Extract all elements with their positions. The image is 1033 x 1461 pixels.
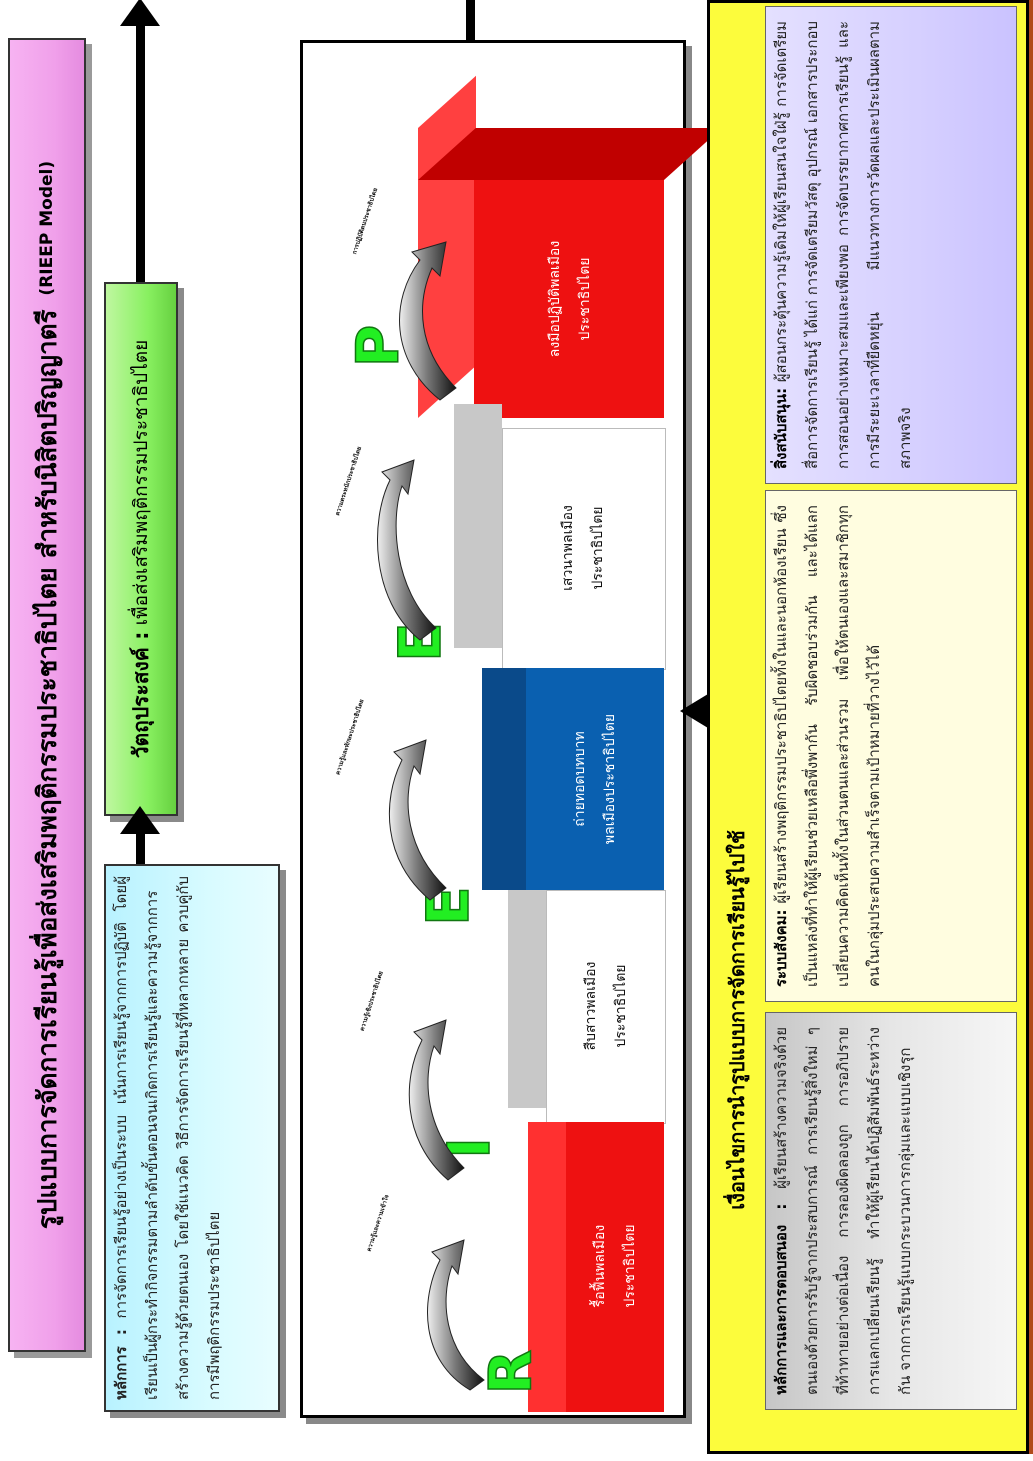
objective-text: เพื่อส่งเสริมพฤติกรรมประชาธิปไตย [130,339,152,626]
step-curves [377,241,485,1391]
step-label-p: ลงมือปฏิบัติพลเมือง ประชาธิปไตย [495,180,645,418]
step-label-r-line1: รื้อฟื้นพลเมือง [592,1224,608,1308]
step-label-e2-line2: ประชาธิปไตย [590,506,606,590]
step-label-i-line1: สืบสาวพลเมือง [583,961,599,1051]
step-label-r-line2: ประชาธิปไตย [622,1224,638,1308]
objective-arrow-head [120,0,160,26]
conditions-arrow-head [680,694,708,728]
curve-e2-to-p [377,459,437,641]
model-title: รูปแบบการจัดการเรียนรู้เพื่อส่งเสริมพฤติ… [10,40,84,1350]
model-name: (RIEEP Model) [37,160,57,296]
objective-arrow-shaft [136,20,145,288]
objective: วัตถุประสงค์ : เพื่อส่งเสริมพฤติกรรมประช… [106,284,176,814]
principle-arrow-shaft [136,822,145,866]
step-label-e1: ถ่ายทอดบทบาท พลเมืองประชาธิปไตย [525,668,665,890]
social-system-label: ระบบสังคม: [772,909,790,987]
social-system-box: ระบบสังคม: ผู้เรียนสร้างพฤติกรรมประชาธิป… [765,490,1017,1002]
curve-r-to-i [427,1239,485,1391]
support: สิ่งสนับสนุน: ผู้สอนกระตุ้นความรู้เดิมให… [766,7,1016,483]
support-label: สิ่งสนับสนุน: [772,387,790,469]
objective-label: วัตถุประสงค์ : [128,631,153,759]
step-label-p-line2: ประชาธิปไตย [577,257,593,341]
curve-i-to-e1 [408,1019,465,1181]
curve-p-end [399,241,457,401]
response-text: ผู้เรียนสร้างความจริงด้วยตนเองด้วยการรับ… [772,1027,914,1395]
step-block-i-top [508,890,546,1108]
step-block-p-front [474,180,664,418]
principle-arrow-head [120,806,160,834]
step-block-r-top [528,1122,568,1412]
step-block-e2-top [454,404,502,648]
response-box: หลักการและการตอบสนอง : ผู้เรียนสร้างความ… [765,1012,1017,1410]
conditions-title-box: เงื่อนไขการนำรูปแบบการจัดการเรียนรู้ไปใช… [712,690,762,1350]
support-text: ผู้สอนกระตุ้นความรู้เดิมให้ผู้เรียนสนใจใ… [772,21,914,469]
step-label-r: รื้อฟื้นพลเมือง ประชาธิปไตย [565,1121,665,1411]
response: หลักการและการตอบสนอง : ผู้เรียนสร้างความ… [766,1013,1016,1409]
step-block-e1-side [482,668,528,890]
principle-text: การจัดการเรียนรู้อย่างเป็นระบบ เน้นการเร… [112,876,223,1400]
model-title-text: รูปแบบการจัดการเรียนรู้เพื่อส่งเสริมพฤติ… [32,309,63,1230]
conditions-title: เงื่อนไขการนำรูปแบบการจัดการเรียนรู้ไปใช… [725,830,749,1210]
step-label-i: สืบสาวพลเมือง ประชาธิปไตย [546,890,666,1122]
step-label-i-line2: ประชาธิปไตย [613,964,629,1048]
principle-box: หลักการ : การจัดการเรียนรู้อย่างเป็นระบบ… [104,864,280,1412]
diagram-arrow-shaft [466,0,475,42]
step-block-i-front [546,890,666,1124]
principle: หลักการ : การจัดการเรียนรู้อย่างเป็นระบบ… [106,866,278,1410]
curve-e1-to-e2 [388,739,447,901]
model-title-box: รูปแบบการจัดการเรียนรู้เพื่อส่งเสริมพฤติ… [8,38,86,1352]
step-block-e2-front [502,428,666,670]
objective-box: วัตถุประสงค์ : เพื่อส่งเสริมพฤติกรรมประช… [104,282,178,816]
step-label-p-line1: ลงมือปฏิบัติพลเมือง [547,240,563,358]
step-label-e1-line1: ถ่ายทอดบทบาท [572,731,588,827]
principle-label: หลักการ : [112,1329,130,1400]
step-block-e1-front [526,668,664,890]
step-block-r-front [566,1122,664,1412]
step-label-e2: เสวนาพลเมือง ประชาธิปไตย [508,428,658,668]
step-label-e2-line1: เสวนาพลเมือง [560,505,576,591]
response-label: หลักการและการตอบสนอง : [772,1203,790,1395]
step-label-e1-line2: พลเมืองประชาธิปไตย [602,713,618,845]
support-box: สิ่งสนับสนุน: ผู้สอนกระตุ้นความรู้เดิมให… [765,6,1017,484]
social-system: ระบบสังคม: ผู้เรียนสร้างพฤติกรรมประชาธิป… [766,491,1016,1001]
